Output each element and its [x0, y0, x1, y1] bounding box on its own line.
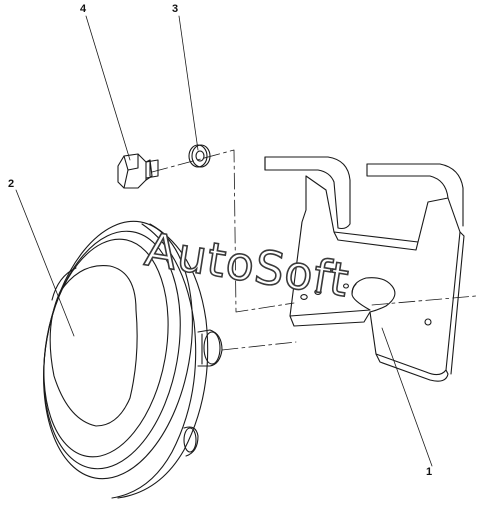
washer: [188, 144, 211, 168]
bolt: [117, 153, 159, 189]
mounting-bracket: [264, 156, 465, 382]
leader-lines: [15, 15, 433, 467]
callout-2: 2: [8, 178, 15, 190]
callout-3: 3: [172, 3, 179, 15]
callout-1: 1: [426, 466, 433, 478]
horn: [43, 220, 223, 499]
callout-4: 4: [80, 3, 87, 15]
